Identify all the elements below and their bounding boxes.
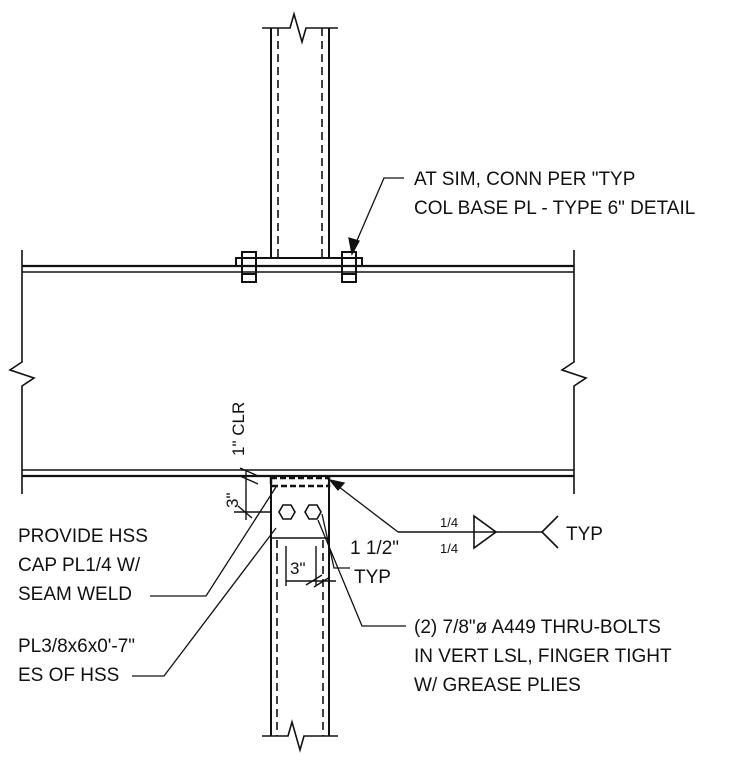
dim-1in-clr: 1" CLR (229, 402, 248, 456)
note-col-base-line1: AT SIM, CONN PER "TYP (414, 169, 635, 190)
dim-3in-left: 3" (223, 493, 242, 509)
note-pl-line1: PL3/8x6x0'-7" (18, 636, 135, 657)
bolt-head-left (278, 504, 296, 520)
note-bolts-line2: IN VERT LSL, FINGER TIGHT (414, 646, 672, 667)
leaders (132, 177, 406, 677)
note-bolts-line1: (2) 7/8"ø A449 THRU-BOLTS (414, 617, 661, 638)
beam-break-line-left (8, 250, 36, 494)
upper-column (262, 11, 338, 258)
dim-3in-mid: 3" (290, 559, 306, 578)
beam (8, 250, 588, 494)
weld-tail-typ: TYP (566, 524, 603, 545)
beam-break-line-right (560, 250, 588, 494)
note-col-base-line2: COL BASE PL - TYPE 6" DETAIL (414, 198, 695, 219)
weld-size-arrow-side: 1/4 (440, 515, 458, 530)
note-hss-cap-line2: CAP PL1/4 W/ (18, 555, 141, 576)
hss-cap-plate (269, 476, 331, 488)
edge-distance-label: 1 1/2" (350, 538, 399, 559)
edge-distance-typ: TYP (354, 567, 391, 588)
note-pl-line2: ES OF HSS (18, 665, 119, 686)
thru-bolts (278, 504, 322, 520)
upper-column-break-line (262, 11, 338, 45)
lower-hss-column (262, 478, 338, 753)
note-bolts-line3: W/ GREASE PLIES (414, 675, 581, 696)
dimensions (234, 467, 336, 588)
fillet-weld-both-sides (473, 514, 498, 550)
note-hss-cap-line1: PROVIDE HSS (18, 526, 148, 547)
note-hss-cap-line3: SEAM WELD (18, 584, 132, 605)
weld-symbol (398, 514, 559, 550)
annotations: AT SIM, CONN PER "TYP COL BASE PL - TYPE… (18, 169, 695, 696)
lower-column-break-line (262, 719, 338, 753)
bolt-head-right (304, 504, 322, 520)
weld-size-other-side: 1/4 (440, 541, 458, 556)
weld-tail (540, 515, 559, 549)
